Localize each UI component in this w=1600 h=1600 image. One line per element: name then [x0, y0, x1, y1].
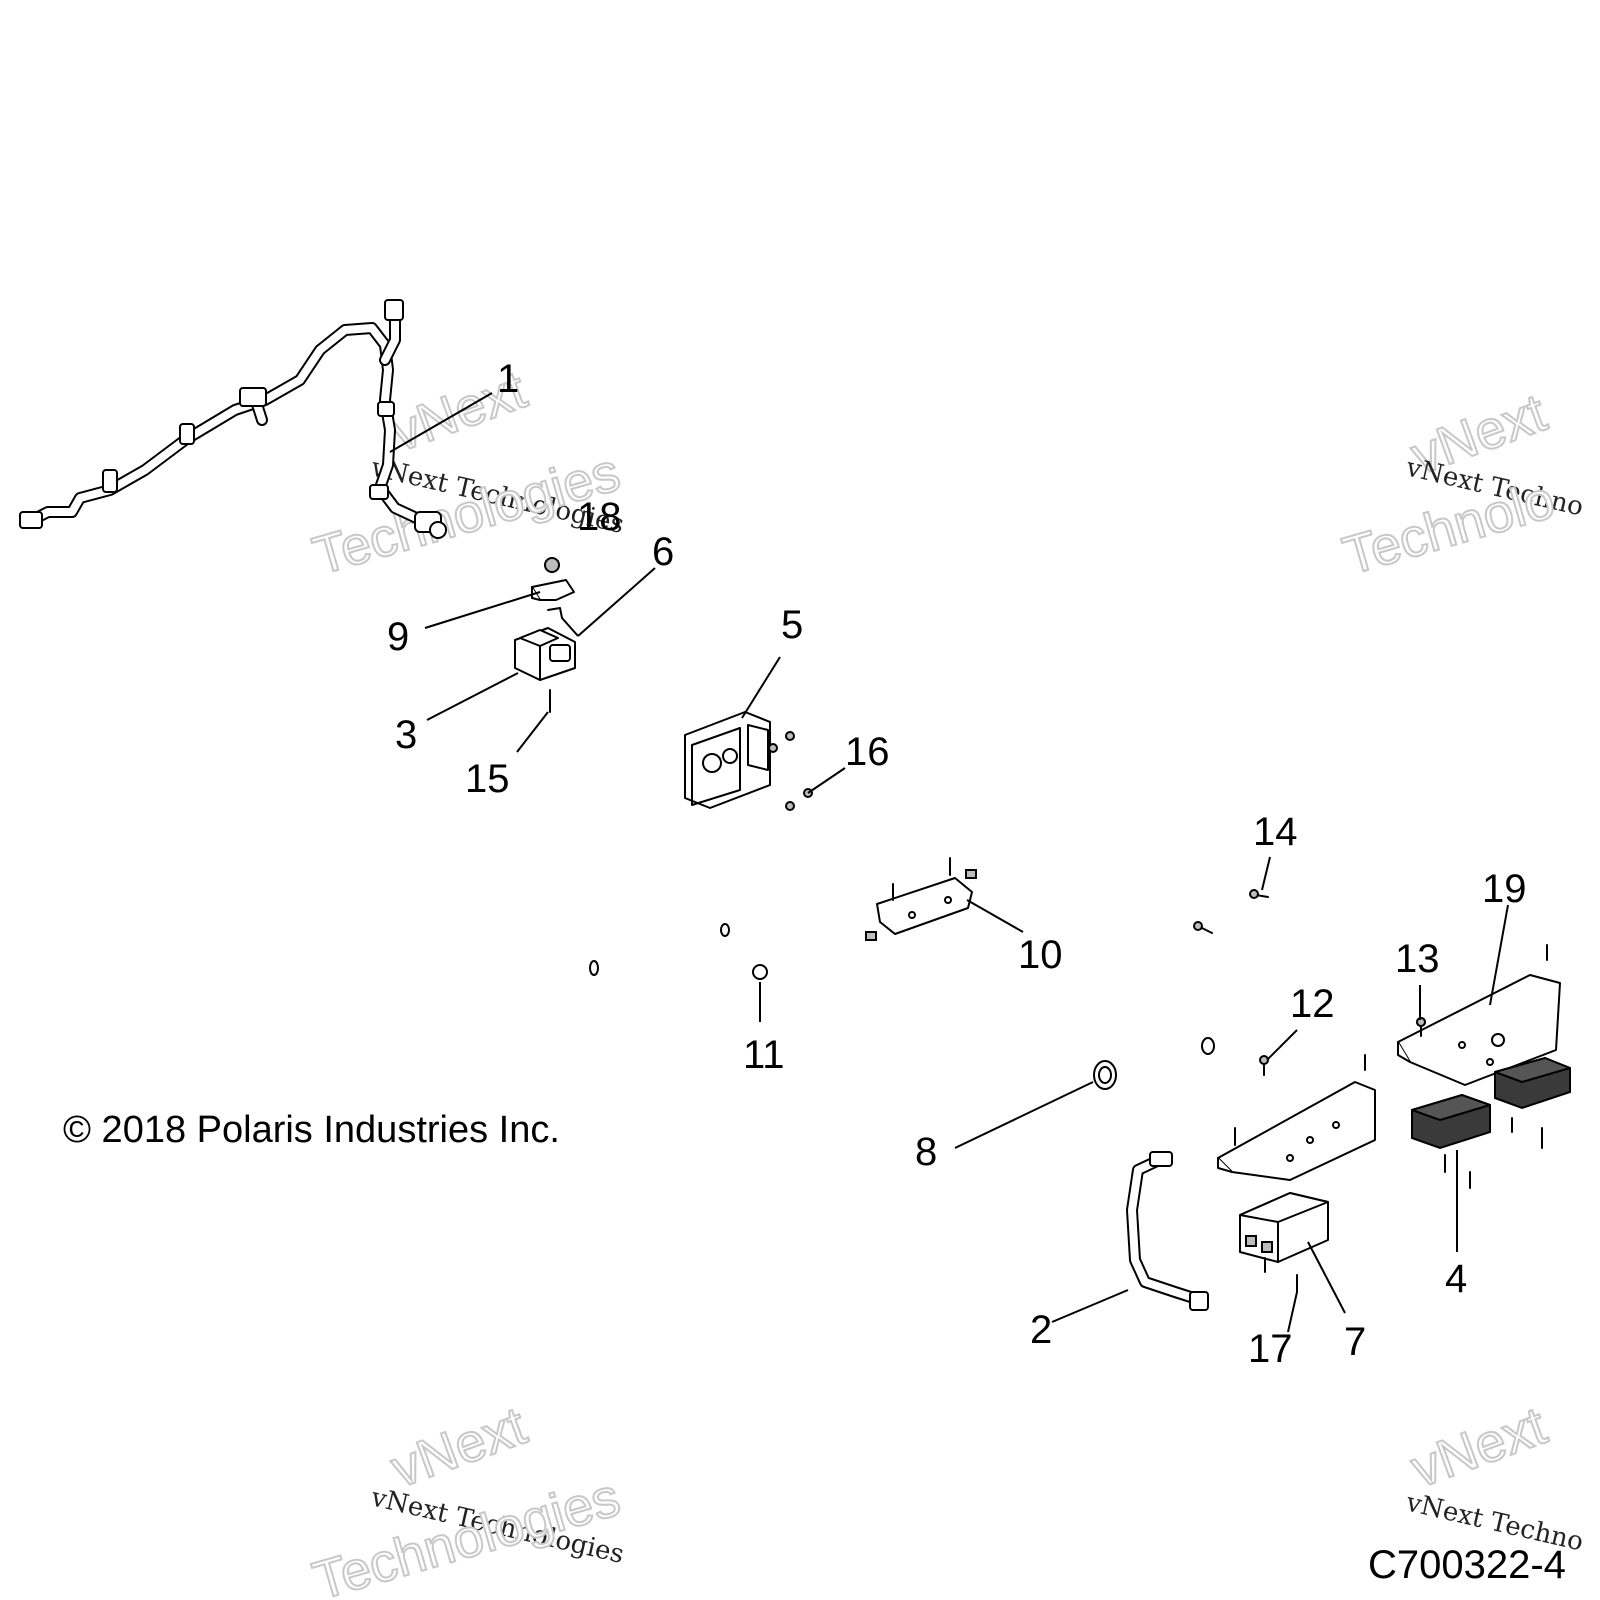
leader-1	[389, 392, 493, 453]
callout-5: 5	[781, 603, 803, 647]
part-4-module	[1411, 1093, 1491, 1189]
leader-3	[426, 672, 519, 721]
callout-7: 7	[1344, 1320, 1366, 1364]
leader-2	[1051, 1289, 1129, 1323]
callout-15: 15	[465, 757, 510, 801]
part-10-plate	[865, 857, 977, 941]
lower-bracket	[1217, 1054, 1376, 1181]
part-3-coil	[514, 627, 576, 713]
callout-14: 14	[1253, 810, 1298, 854]
leader-16	[807, 767, 846, 794]
fasteners-misc	[1193, 921, 1215, 1055]
part-17-screws	[1264, 1257, 1298, 1293]
callout-18: 18	[577, 495, 622, 539]
callout-13: 13	[1395, 937, 1440, 981]
connector	[239, 387, 267, 407]
leader-10	[966, 899, 1024, 933]
part-7-module	[1239, 1192, 1329, 1263]
leader-14	[1261, 856, 1271, 891]
part-8-grommet	[1093, 1060, 1117, 1090]
clip	[369, 484, 389, 500]
leader-19	[1489, 904, 1509, 1006]
clip	[179, 423, 195, 445]
callout-2: 2	[1030, 1308, 1052, 1352]
callout-8: 8	[915, 1130, 937, 1174]
leader-17	[1287, 1291, 1298, 1333]
leader-9	[424, 591, 541, 629]
part-1-harness	[19, 299, 447, 539]
figure-id: C700322-4	[1368, 1543, 1566, 1587]
clip	[102, 469, 118, 493]
leader-7	[1307, 1241, 1346, 1314]
callouts: 1 2 3 4 5 6 7 8 9 10 11 12 13 14 15 16 1…	[387, 357, 1527, 1371]
watermark-top-right: vNext vNext Techno Technolo	[1336, 382, 1586, 588]
callout-19: 19	[1482, 867, 1527, 911]
connector	[19, 511, 43, 529]
part-5-ecu	[684, 711, 771, 809]
callout-17: 17	[1248, 1327, 1293, 1371]
callout-6: 6	[652, 530, 674, 574]
watermark-bottom-right: vNext vNext Techno	[1402, 1395, 1586, 1558]
callout-1: 1	[497, 357, 519, 401]
connector	[384, 299, 404, 321]
callout-12: 12	[1290, 982, 1335, 1026]
leader-lines	[389, 392, 1509, 1333]
callout-10: 10	[1018, 933, 1063, 977]
watermark-line3: Technologies	[307, 1467, 627, 1600]
part-11-clips	[589, 923, 768, 980]
connector-cap	[429, 521, 447, 539]
part-16-screws	[768, 731, 813, 811]
leader-8	[954, 1081, 1094, 1149]
watermark-bottom-left: vNext vNext Technologies Technologies	[306, 1395, 628, 1600]
part-6-pin	[547, 607, 579, 637]
part-9-bracket	[531, 579, 575, 601]
part-14-bolt	[1249, 889, 1269, 899]
part-18-nut	[544, 557, 560, 573]
callout-9: 9	[387, 615, 409, 659]
clip	[377, 401, 395, 417]
watermark-line1: vNext	[1404, 1396, 1554, 1500]
copyright-text: © 2018 Polaris Industries Inc.	[63, 1109, 560, 1151]
leader-5	[741, 656, 781, 719]
leader-12	[1266, 1029, 1298, 1061]
watermark-top-left: vNext vNext Technologies Technologies	[306, 359, 628, 588]
callout-3: 3	[395, 713, 417, 757]
leader-6	[577, 567, 656, 637]
part-2-sensor-cable	[1126, 1151, 1209, 1311]
callout-16: 16	[845, 730, 890, 774]
callout-4: 4	[1445, 1257, 1467, 1301]
leader-15	[516, 711, 549, 753]
callout-11: 11	[743, 1033, 785, 1077]
module-upper-right	[1494, 1056, 1571, 1149]
watermark-line1: vNext	[384, 1396, 534, 1500]
